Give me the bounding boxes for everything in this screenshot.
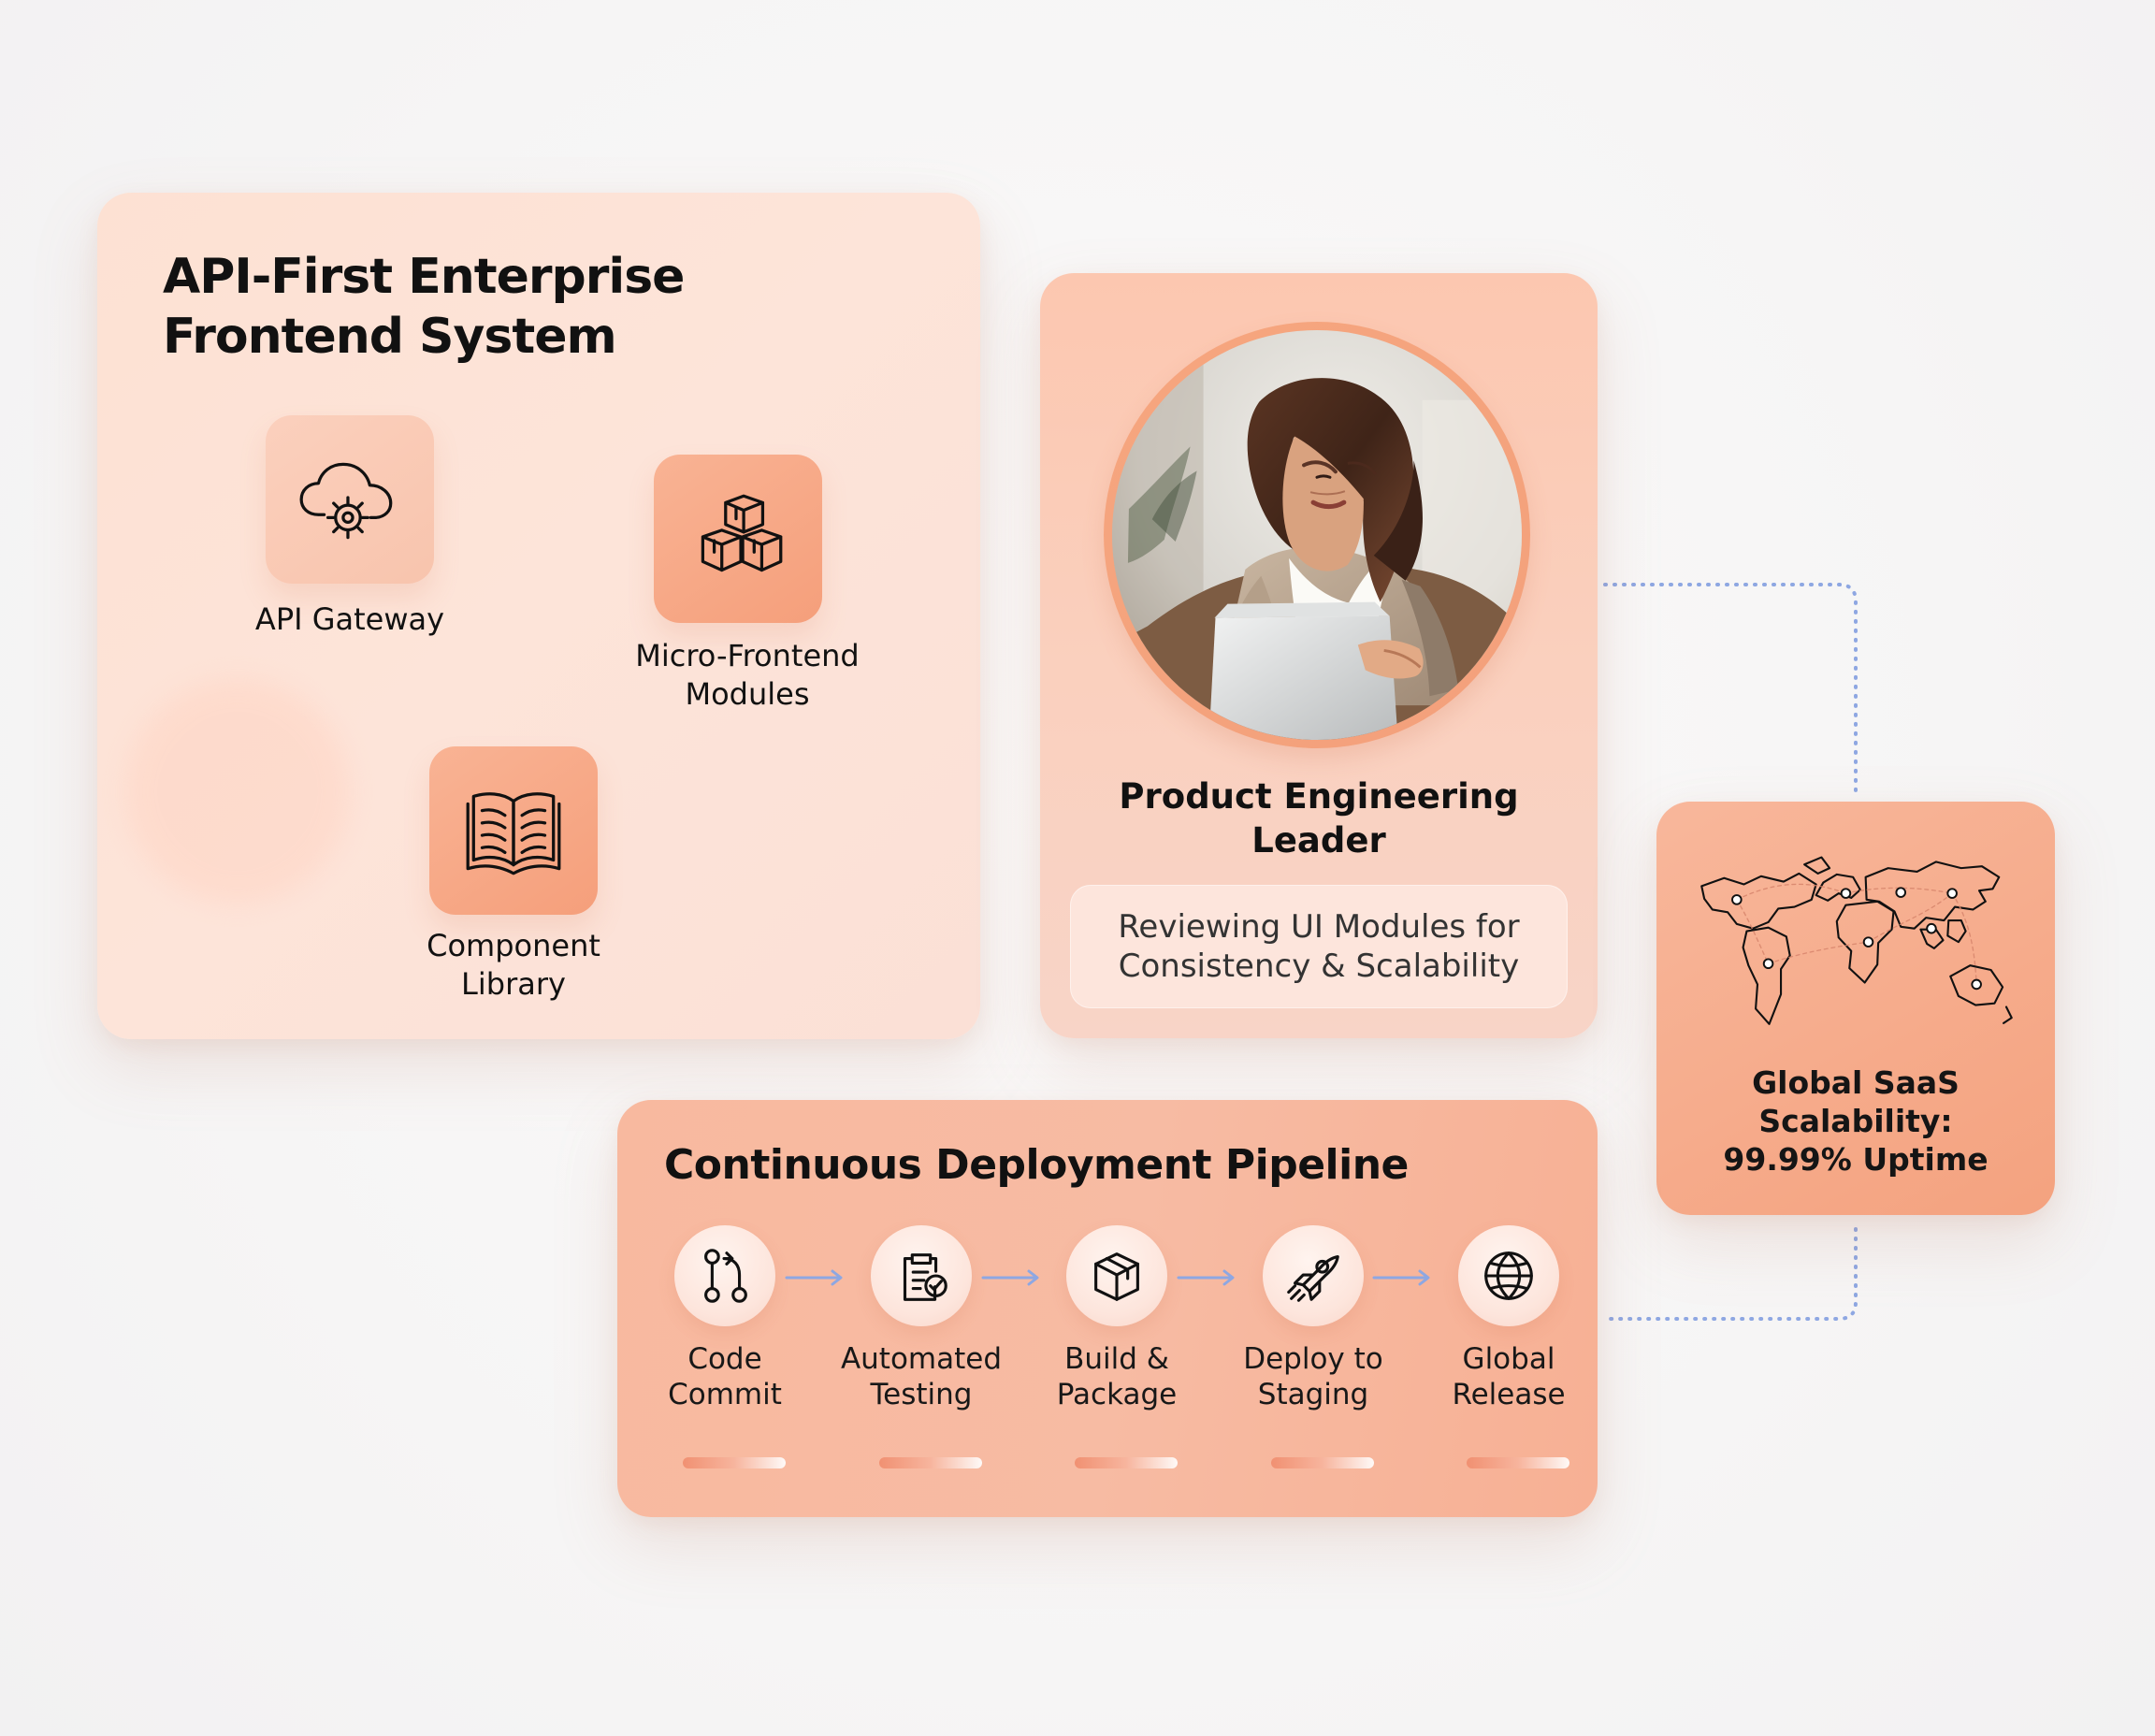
- right-arrow-icon: [1177, 1269, 1235, 1286]
- cubes-icon: [701, 494, 783, 572]
- api-gateway-module: API Gateway: [228, 415, 471, 658]
- pipeline-arrow-3: [1176, 1266, 1239, 1289]
- micro-frontend-label-line-1: Micro-Frontend: [635, 638, 860, 673]
- system-title-line-2: Frontend System: [163, 309, 617, 365]
- deploy-staging-label: Deploy to Staging: [1224, 1341, 1402, 1412]
- automated-testing-label-line-2: Testing: [870, 1378, 973, 1411]
- global-release-progress-bar: [1467, 1457, 1569, 1468]
- code-commit-label: Code Commit: [636, 1341, 814, 1412]
- rocket-icon: [1287, 1255, 1339, 1302]
- leader-photo-frame: [1104, 322, 1530, 748]
- product-engineering-leader-card: Product Engineering Leader Reviewing UI …: [1040, 273, 1598, 1038]
- open-book-icon: [466, 792, 561, 875]
- globe-icon: [1484, 1251, 1533, 1300]
- api-gateway-label: API Gateway: [254, 601, 445, 637]
- connector-leader-to-global: [1603, 583, 1858, 797]
- automated-testing-label-line-1: Automated: [840, 1342, 1003, 1376]
- build-package-label-line-1: Build &: [1064, 1342, 1169, 1376]
- code-commit-label-line-2: Commit: [668, 1378, 782, 1411]
- micro-frontend-icon-tile: [654, 455, 822, 623]
- build-package-label: Build & Package: [1028, 1341, 1206, 1412]
- leader-photo: [1112, 330, 1522, 740]
- automated-testing-progress-bar: [879, 1457, 982, 1468]
- leader-activity-caption: Reviewing UI Modules for Consistency & S…: [1070, 885, 1568, 1008]
- api-gateway-icon-tile: [266, 415, 434, 584]
- leader-title-line-1: Product Engineering: [1119, 776, 1519, 817]
- global-label-line-3: 99.99% Uptime: [1723, 1141, 1989, 1178]
- continuous-deployment-card: Continuous Deployment Pipeline Code Comm…: [617, 1100, 1598, 1517]
- automated-testing-label: Automated Testing: [832, 1341, 1010, 1412]
- cloud-gear-icon: [299, 462, 393, 540]
- pipeline-arrow-4: [1371, 1266, 1435, 1289]
- world-map-network-icon: [1700, 856, 2013, 1025]
- deploy-staging-icon-circle: [1263, 1225, 1364, 1326]
- pipeline-step-deploy-staging: Deploy to Staging: [1224, 1225, 1402, 1472]
- soft-glow-decoration: [125, 679, 350, 904]
- api-first-system-card: API-First Enterprise Frontend System API…: [97, 193, 980, 1039]
- leader-title: Product Engineering Leader: [1106, 774, 1532, 862]
- box-icon: [1094, 1252, 1139, 1301]
- micro-frontend-label-line-2: Modules: [685, 676, 810, 712]
- build-package-label-line-2: Package: [1056, 1378, 1178, 1411]
- automated-testing-icon-circle: [871, 1225, 972, 1326]
- global-release-label: Global Release: [1420, 1341, 1598, 1412]
- global-release-label-line-2: Release: [1452, 1378, 1566, 1411]
- deploy-staging-progress-bar: [1271, 1457, 1374, 1468]
- pipeline-arrow-1: [784, 1266, 847, 1289]
- global-release-icon-circle: [1458, 1225, 1559, 1326]
- code-commit-label-line-1: Code: [687, 1342, 762, 1376]
- deploy-staging-label-line-2: Staging: [1257, 1378, 1369, 1411]
- right-arrow-icon: [981, 1269, 1039, 1286]
- global-label-line-1: Global SaaS: [1752, 1064, 1960, 1101]
- build-package-progress-bar: [1075, 1457, 1178, 1468]
- pipeline-step-global-release: Global Release: [1420, 1225, 1598, 1472]
- leader-title-line-2: Leader: [1251, 820, 1386, 861]
- build-package-icon-circle: [1066, 1225, 1167, 1326]
- global-scalability-card: Global SaaS Scalability: 99.99% Uptime: [1656, 802, 2055, 1215]
- component-library-module: Component Library: [397, 746, 630, 1027]
- git-branch-icon: [704, 1249, 747, 1303]
- pipeline-step-build-package: Build & Package: [1028, 1225, 1206, 1472]
- micro-frontend-module: Micro-Frontend Modules: [612, 455, 883, 735]
- component-library-label-line-2: Library: [461, 966, 566, 1002]
- global-label-line-2: Scalability:: [1758, 1103, 1953, 1139]
- system-title: API-First Enterprise Frontend System: [163, 247, 687, 367]
- component-library-icon-tile: [429, 746, 598, 915]
- leader-caption-line-1: Reviewing UI Modules for: [1118, 908, 1520, 946]
- pipeline-step-automated-testing: Automated Testing: [832, 1225, 1010, 1472]
- right-arrow-icon: [1372, 1269, 1430, 1286]
- leader-caption-line-2: Consistency & Scalability: [1118, 948, 1520, 985]
- system-title-line-1: API-First Enterprise: [163, 249, 685, 305]
- code-commit-progress-bar: [683, 1457, 786, 1468]
- right-arrow-icon: [785, 1269, 843, 1286]
- pipeline-title: Continuous Deployment Pipeline: [664, 1141, 1409, 1189]
- global-release-label-line-1: Global: [1462, 1342, 1555, 1376]
- micro-frontend-label: Micro-Frontend Modules: [612, 637, 883, 714]
- code-commit-icon-circle: [674, 1225, 775, 1326]
- global-scalability-label: Global SaaS Scalability: 99.99% Uptime: [1688, 1063, 2023, 1179]
- component-library-label-line-1: Component: [427, 928, 600, 963]
- connector-global-to-pipeline: [1603, 1227, 1858, 1321]
- component-library-label: Component Library: [397, 927, 630, 1004]
- pipeline-step-code-commit: Code Commit: [636, 1225, 814, 1472]
- deploy-staging-label-line-1: Deploy to: [1243, 1342, 1383, 1376]
- clipboard-check-icon: [903, 1253, 947, 1301]
- pipeline-arrow-2: [980, 1266, 1044, 1289]
